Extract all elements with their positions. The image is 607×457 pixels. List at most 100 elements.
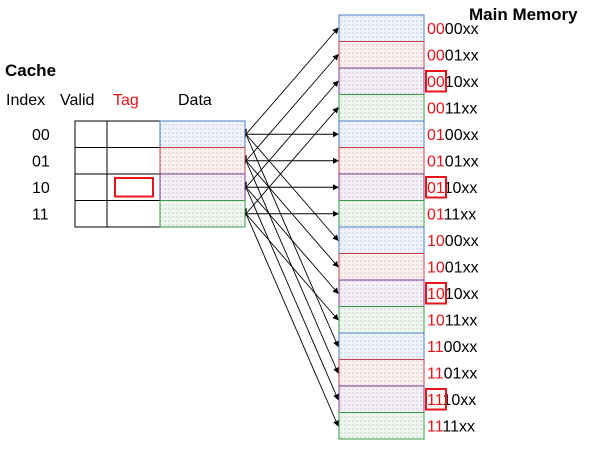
tag-header: Tag xyxy=(113,92,139,109)
memory-block xyxy=(338,120,425,148)
memory-block xyxy=(338,279,425,307)
valid-cell xyxy=(74,147,108,175)
address-index-bits: 00xx xyxy=(445,21,479,38)
highlighted-tag-box xyxy=(114,177,154,198)
memory-address-label: 1100xx xyxy=(427,339,477,356)
memory-tag-highlight xyxy=(425,70,447,93)
memory-block xyxy=(338,41,425,69)
main-memory-blocks: 0000xx0001xx0010xx0011xx0100xx0101xx0110… xyxy=(338,14,479,440)
memory-address-label: 0100xx xyxy=(427,127,479,144)
tag-cell xyxy=(106,147,161,175)
valid-cell xyxy=(74,200,108,228)
address-index-bits: 11xx xyxy=(444,207,477,224)
main-memory-title: Main Memory xyxy=(469,5,578,24)
memory-address-label: 1110xx xyxy=(427,392,476,409)
memory-address-label: 1010xx xyxy=(427,286,479,303)
address-index-bits: 01xx xyxy=(445,154,479,171)
mapping-arrow xyxy=(240,106,339,220)
memory-address-label: 1000xx xyxy=(427,233,479,250)
valid-header: Valid xyxy=(60,92,94,109)
cache-table: 00 01 10 11 xyxy=(32,120,246,228)
memory-address-label: 1001xx xyxy=(427,260,479,277)
address-tag-bits: 10 xyxy=(427,313,445,330)
address-index-bits: 11xx xyxy=(445,101,478,118)
memory-block xyxy=(338,173,425,201)
address-tag-bits: 10 xyxy=(427,260,445,277)
tag-cell xyxy=(106,120,161,148)
memory-address-label: 1101xx xyxy=(427,366,477,383)
address-tag-bits: 01 xyxy=(427,180,445,197)
memory-block xyxy=(338,14,425,42)
memory-block xyxy=(338,306,425,334)
mapping-arrow xyxy=(240,27,339,140)
memory-tag-highlight xyxy=(425,388,447,411)
memory-tag-highlight xyxy=(425,282,447,305)
address-index-bits: 01xx xyxy=(445,48,479,65)
data-cell xyxy=(159,173,246,201)
memory-block xyxy=(338,412,425,440)
address-index-bits: 00xx xyxy=(445,233,479,250)
data-cell xyxy=(159,147,246,175)
memory-block xyxy=(338,67,425,95)
memory-address-label: 0101xx xyxy=(427,154,479,171)
address-index-bits: 11xx xyxy=(442,419,475,436)
address-index-bits: 11xx xyxy=(445,313,478,330)
memory-block xyxy=(338,147,425,175)
tag-cell xyxy=(106,200,161,228)
valid-cell xyxy=(74,120,108,148)
memory-block xyxy=(338,332,425,360)
mapping-arrow xyxy=(241,181,339,401)
memory-address-label: 1011xx xyxy=(427,313,477,330)
cache-index-label: 10 xyxy=(32,180,50,197)
memory-address-label: 0011xx xyxy=(427,101,477,118)
cache-index-label: 01 xyxy=(32,154,50,171)
memory-address-label: 0001xx xyxy=(427,48,479,65)
mapping-arrow xyxy=(240,53,339,167)
index-header: Index xyxy=(6,92,45,109)
address-tag-bits: 11 xyxy=(427,366,444,383)
address-index-bits: 00xx xyxy=(445,127,479,144)
address-index-bits: 10xx xyxy=(445,74,479,91)
memory-block xyxy=(338,200,425,228)
memory-address-label: 0110xx xyxy=(427,180,477,197)
mapping-lines xyxy=(240,27,339,427)
memory-block xyxy=(338,385,425,413)
memory-block xyxy=(338,253,425,281)
memory-block xyxy=(338,226,425,254)
memory-address-label: 1111xx xyxy=(427,419,475,436)
memory-block xyxy=(338,94,425,122)
address-tag-bits: 00 xyxy=(427,48,445,65)
address-tag-bits: 01 xyxy=(427,154,445,171)
mapping-arrow xyxy=(241,207,339,427)
address-tag-bits: 11 xyxy=(427,419,444,436)
cache-title: Cache xyxy=(5,61,56,80)
memory-address-label: 0000xx xyxy=(427,21,479,38)
memory-address-label: 0010xx xyxy=(427,74,479,91)
memory-tag-highlight xyxy=(425,176,447,199)
cache-index-label: 11 xyxy=(32,207,49,224)
cache-index-label: 00 xyxy=(32,127,50,144)
address-index-bits: 10xx xyxy=(445,286,479,303)
memory-block xyxy=(338,359,425,387)
mapping-arrow xyxy=(240,181,339,295)
address-tag-bits: 00 xyxy=(427,21,445,38)
address-index-bits: 01xx xyxy=(445,260,479,277)
address-tag-bits: 01 xyxy=(427,127,445,144)
memory-address-label: 0111xx xyxy=(427,207,476,224)
valid-cell xyxy=(74,173,108,201)
address-tag-bits: 10 xyxy=(427,233,445,250)
address-index-bits: 10xx xyxy=(442,392,476,409)
mapping-arrow xyxy=(240,208,339,321)
address-index-bits: 00xx xyxy=(444,339,478,356)
address-tag-bits: 00 xyxy=(427,74,445,91)
address-index-bits: 10xx xyxy=(444,180,478,197)
address-tag-bits: 00 xyxy=(427,101,445,118)
address-tag-bits: 11 xyxy=(427,339,444,356)
address-tag-bits: 11 xyxy=(427,392,444,409)
data-cell xyxy=(159,120,246,148)
address-tag-bits: 01 xyxy=(427,207,445,224)
address-index-bits: 01xx xyxy=(444,366,478,383)
address-tag-bits: 10 xyxy=(427,286,445,303)
